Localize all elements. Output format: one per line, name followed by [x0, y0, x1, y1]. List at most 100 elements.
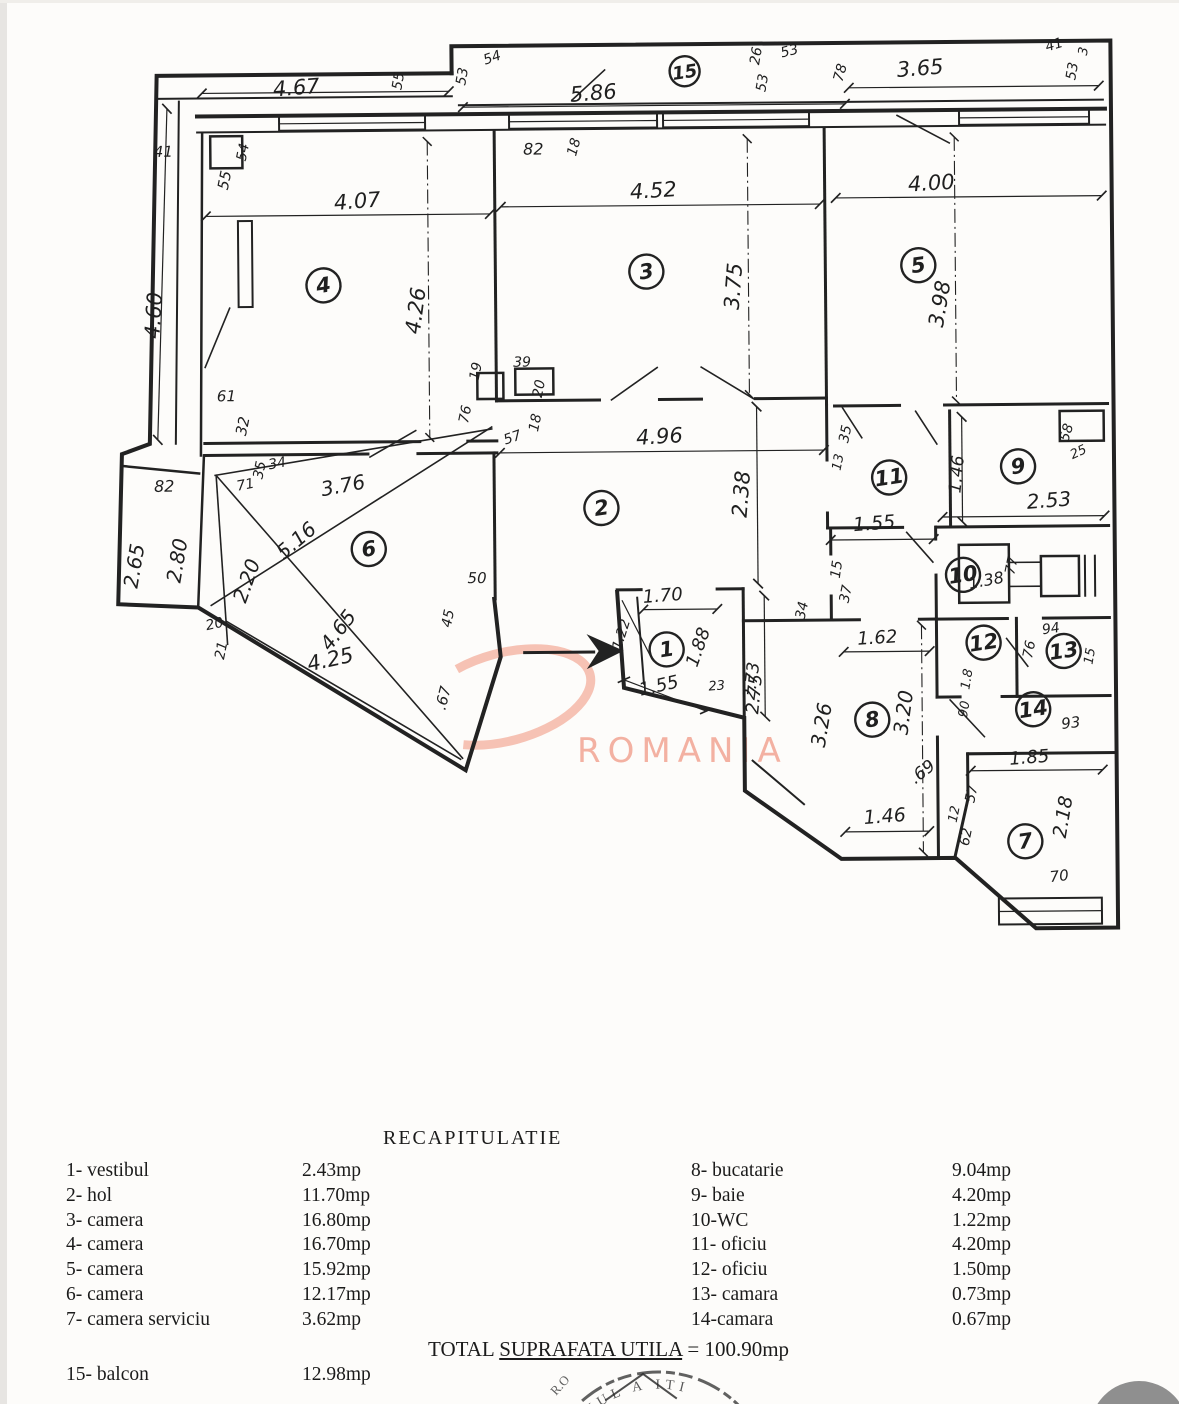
dim-label: 25 — [1068, 442, 1089, 463]
dim-label: 35 — [836, 424, 855, 445]
recap-right-label: 9- baie — [691, 1184, 745, 1206]
svg-text:8: 8 — [863, 707, 881, 733]
dim-label: 82 — [523, 139, 544, 158]
room-circle-6: 6 — [350, 530, 387, 568]
dim-label: 4.60 — [140, 291, 167, 339]
dim-label: 39 — [513, 355, 531, 371]
recap-right-label: 13- camara — [691, 1284, 779, 1305]
total-suffix: = 100.90mp — [682, 1337, 790, 1361]
dim-label: 54 — [481, 48, 503, 69]
room6-diagonals — [210, 425, 493, 761]
dim-label: 1.62 — [857, 626, 898, 649]
dim-label: 34 — [793, 600, 812, 621]
recap-left-value: 11.70mp — [302, 1184, 371, 1206]
dim-label: .67 — [432, 684, 456, 712]
recap-right-label: 12- oficiu — [691, 1259, 768, 1281]
dim-label: 94 — [1041, 620, 1061, 638]
dim-label: 93 — [1060, 713, 1081, 733]
svg-text:1: 1 — [658, 636, 676, 662]
dim-label: 70 — [1049, 866, 1070, 886]
dim-label: 61 — [217, 387, 236, 405]
dim-label: 3.20 — [888, 689, 918, 736]
room-circle-12: 12 — [965, 624, 1002, 661]
dim-label: 76 — [1020, 639, 1039, 660]
recap-right-value: 1.22mp — [952, 1209, 1012, 1231]
room-circle-10: 10 — [944, 556, 982, 594]
dim-label: 58 — [1057, 422, 1078, 444]
dim-label: 78 — [831, 62, 851, 84]
dim-label: 1.85 — [1008, 746, 1050, 770]
dim-label: 15 — [828, 559, 846, 579]
dim-label: 37 — [837, 584, 856, 605]
svg-text:5: 5 — [909, 252, 927, 278]
dim-label: 76 — [456, 404, 475, 425]
dim-label: 18 — [526, 412, 545, 433]
recap-left-value: 16.80mp — [302, 1209, 371, 1231]
dim-label: 90 — [956, 700, 974, 719]
room-circle-4: 4 — [305, 267, 342, 304]
svg-text:4: 4 — [313, 272, 332, 298]
svg-text:14: 14 — [1017, 695, 1049, 723]
dim-label: 4.67 — [272, 74, 321, 102]
svg-text:2: 2 — [592, 495, 610, 521]
recap-right-value: 1.50mp — [952, 1259, 1012, 1281]
svg-text:OFICIUL A ITI: OFICIUL A ITI — [552, 1378, 690, 1404]
dim-label: 53 — [753, 73, 772, 93]
room-circle-9: 9 — [999, 448, 1037, 485]
dim-label: 1.88 — [682, 625, 715, 670]
svg-text:13: 13 — [1047, 637, 1079, 665]
svg-text:10: 10 — [947, 561, 979, 589]
dim-label: 2.38 — [728, 470, 756, 519]
svg-text:15: 15 — [671, 60, 699, 84]
room-circle-7: 7 — [1007, 823, 1044, 860]
balcony-row-value: 12.98mp — [302, 1364, 371, 1385]
watermark-text: ROMANIA — [577, 731, 788, 771]
dim-label: 21 — [212, 640, 231, 661]
dim-label: 2.80 — [161, 537, 192, 585]
dim-label: 3.26 — [806, 701, 837, 749]
recap-left-label: 3- camera — [66, 1209, 144, 1231]
room-circle-3: 3 — [628, 253, 665, 290]
svg-text:3: 3 — [637, 259, 655, 285]
dim-label: 55 — [389, 71, 408, 91]
dim-label: 5.16 — [271, 517, 320, 564]
dim-label: 2.53 — [1026, 486, 1072, 513]
dim-label: 41 — [154, 143, 173, 161]
room-circle-13: 13 — [1045, 632, 1082, 670]
dim-label: 19 — [467, 361, 486, 382]
recap-left-label: 4- camera — [66, 1234, 144, 1256]
dim-label: 55 — [214, 169, 235, 191]
scan-edge-left — [0, 0, 7, 1404]
dim-label: 41 — [1043, 35, 1065, 55]
total-prefix: TOTAL — [428, 1337, 500, 1361]
dim-label: 2.18 — [1049, 794, 1078, 839]
dim-label: 34 — [267, 454, 287, 473]
recap-left-label: 6- camera — [66, 1284, 144, 1305]
recap-left-label: 7- camera serviciu — [66, 1308, 211, 1330]
dim-label: 4.00 — [907, 170, 955, 197]
dim-label: 23 — [708, 678, 726, 694]
room-circle-8: 8 — [854, 701, 891, 738]
recap-left-value: 15.92mp — [302, 1259, 371, 1281]
stamp-left-text: R.O — [547, 1372, 572, 1398]
svg-text:7: 7 — [1016, 828, 1034, 854]
dim-label: 53 — [779, 41, 800, 61]
dim-label: 26 — [747, 46, 766, 66]
recap-left-value: 12.17mp — [302, 1284, 371, 1305]
dim-label: 4.96 — [635, 423, 683, 450]
dim-label: 2.73 — [740, 661, 765, 701]
dim-label: 35 — [251, 460, 270, 481]
dim-label: 12 — [946, 805, 964, 824]
dim-label: 13 — [830, 453, 848, 472]
dim-label: 53 — [453, 66, 472, 86]
dim-label: 3 — [1076, 46, 1092, 57]
stamp: OFICIUL A ITI R.O — [547, 1370, 740, 1404]
dim-label: 2.75 — [742, 673, 767, 715]
dim-label: 4.07 — [333, 187, 382, 215]
recap-right-value: 4.20mp — [952, 1234, 1012, 1256]
dim-label: 45 — [439, 608, 458, 629]
recap-total: TOTAL SUPRAFATA UTILA = 100.90mp — [428, 1337, 789, 1362]
